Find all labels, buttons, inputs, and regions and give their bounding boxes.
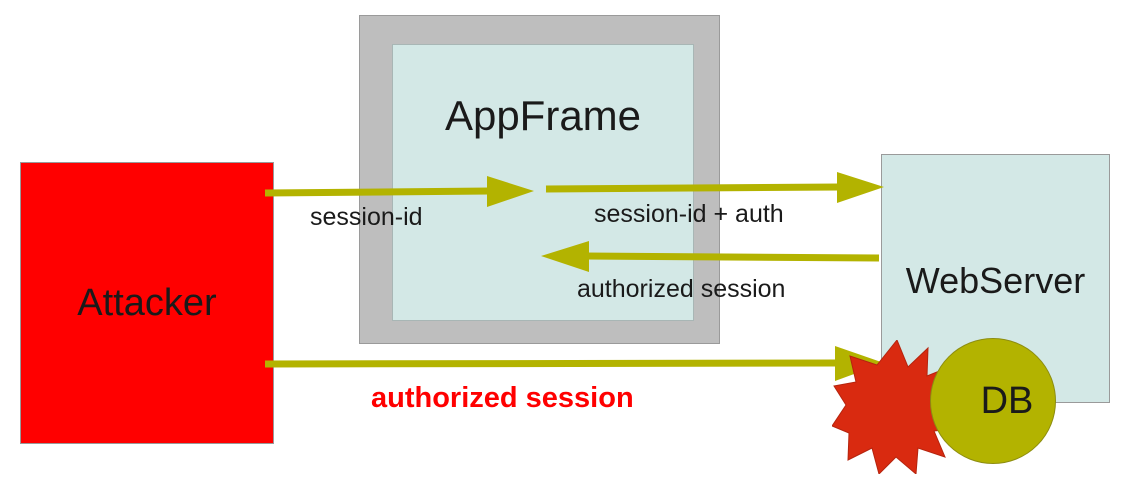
attacker-node[interactable]: Attacker — [20, 162, 274, 444]
edge-label-session-id-auth: session-id + auth — [594, 200, 784, 228]
db-node[interactable]: DB — [930, 338, 1056, 464]
edge-label-authorized-session-attack: authorized session — [371, 382, 634, 414]
edge-label-session-id: session-id — [310, 203, 423, 231]
edge-label-authorized-session: authorized session — [577, 275, 786, 303]
attacker-label: Attacker — [77, 282, 217, 324]
appframe-label: AppFrame — [444, 92, 642, 139]
webserver-label: WebServer — [905, 260, 1086, 301]
db-label: DB — [980, 380, 1034, 422]
appframe-inner-panel[interactable]: AppFrame — [392, 44, 694, 321]
